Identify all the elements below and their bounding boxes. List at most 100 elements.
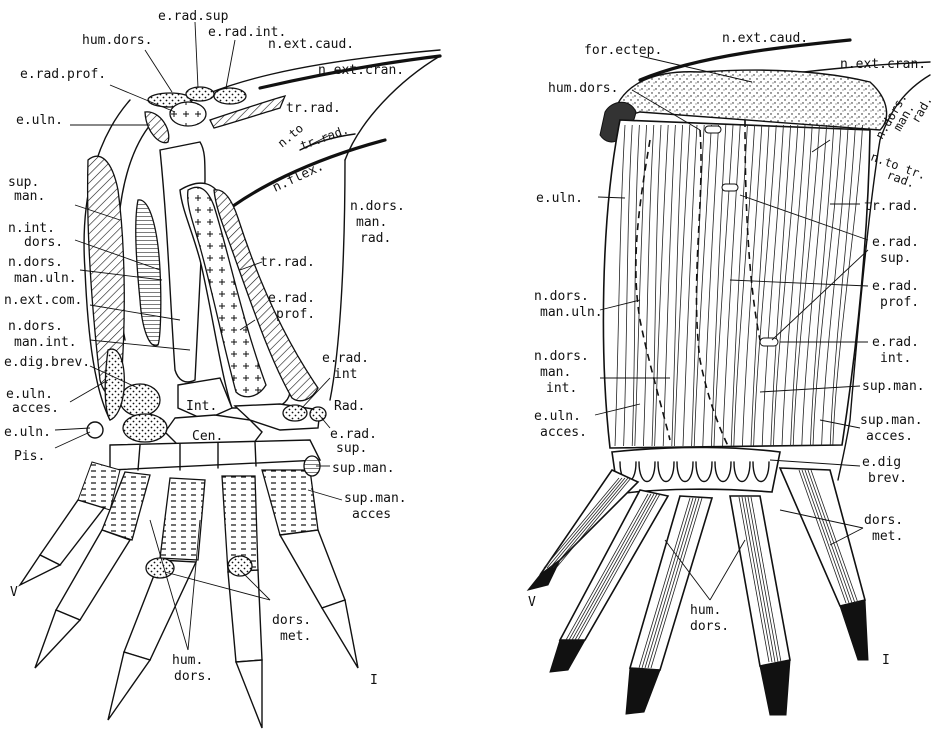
e-rad-sup-muscle [186, 87, 214, 101]
label-n-ext-caud: n.ext.caud. [268, 37, 354, 52]
r-digit-5-claw [528, 560, 560, 590]
pisiform-bone [87, 422, 103, 438]
label-n-dors-uln-1: n.dors. [8, 255, 63, 270]
metacarpal-3 [160, 478, 205, 560]
label-r-for-ectep: for.ectep. [584, 43, 662, 58]
label-e-uln-acces-1: e.uln. [6, 387, 53, 402]
label-r-sup-man-acces-1: sup.man. [860, 413, 923, 428]
label-e-uln-b: e.uln. [4, 425, 51, 440]
label-dors-met-1: dors. [272, 613, 311, 628]
label-r-e-uln-acces-1: e.uln. [534, 409, 581, 424]
label-r-n-ext-cran: n.ext.cran. [840, 57, 926, 72]
r-tendon-3 [760, 338, 778, 346]
label-r-digit-v: V [528, 595, 536, 610]
label-e-dig-brev: e.dig.brev. [4, 355, 90, 370]
digit-2-phalanges [228, 570, 262, 662]
digit-1-claw [322, 600, 358, 668]
label-r-sup-man: sup.man. [862, 379, 925, 394]
label-e-rad-sup2-2: sup. [336, 441, 367, 456]
label-n-int-2: dors. [24, 235, 63, 250]
label-n-dors-3: rad. [360, 231, 391, 246]
metacarpal-1 [262, 470, 318, 535]
label-n-int-1: n.int. [8, 221, 55, 236]
label-tr-rad-top: tr.rad. [286, 101, 341, 116]
label-r-dors-met-1: dors. [864, 513, 903, 528]
r-tendon-1 [705, 126, 721, 133]
e-rad-int-muscle [214, 88, 246, 104]
label-dors-met-2: met. [280, 629, 311, 644]
dors-met-muscle-2 [228, 556, 252, 576]
label-r-n-dors-uln-1: n.dors. [534, 289, 589, 304]
label-hum-dors-b-1: hum. [172, 653, 203, 668]
label-e-rad-prof2-1: e.rad. [268, 291, 315, 306]
label-r-e-rad-int-1: e.rad. [872, 335, 919, 350]
label-r-n-dors-int-1: n.dors. [534, 349, 589, 364]
label-sup-man: sup.man. [332, 461, 395, 476]
label-r-tr-rad: tr.rad. [864, 199, 919, 214]
label-r-n-dors-uln-2: man.uln. [540, 305, 603, 320]
ulna-bone [160, 142, 205, 382]
digit-fiber [566, 494, 648, 640]
e-uln-acces-muscle [105, 349, 124, 420]
label-sup-man-acces-2: acces [352, 507, 391, 522]
r-digit-4-claw [550, 640, 585, 672]
label-hum-dors: hum.dors. [82, 33, 152, 48]
label-r-e-rad-prof-1: e.rad. [872, 279, 919, 294]
right-muscle-figure [528, 40, 930, 715]
label-e-rad-prof2-2: prof. [276, 307, 315, 322]
e-rad-sup-small [310, 407, 326, 421]
label-r-e-rad-prof-2: prof. [880, 295, 919, 310]
label-r-n-ext-caud: n.ext.caud. [722, 31, 808, 46]
label-cen: Cen. [192, 429, 223, 444]
label-r-e-rad-sup-2: sup. [880, 251, 911, 266]
label-r-digit-i: I [882, 653, 890, 668]
e-dig-brev-muscle [120, 384, 160, 416]
label-r-n-dors-int-2: man. [540, 365, 571, 380]
label-r-e-rad-sup-1: e.rad. [872, 235, 919, 250]
label-hum-dors-b-2: dors. [174, 669, 213, 684]
label-e-uln: e.uln. [16, 113, 63, 128]
digit-4-claw [35, 610, 80, 668]
label-r-sup-man-acces-2: acces. [866, 429, 913, 444]
label-r-hum-dors-b-1: hum. [690, 603, 721, 618]
label-digit-v: V [10, 585, 18, 600]
label-digit-i: I [370, 673, 378, 688]
ulnare-bone [123, 414, 167, 442]
dors-met-muscle-1 [146, 558, 174, 578]
e-rad-prof-muscle [170, 102, 206, 126]
label-n-dors-2: man. [356, 215, 387, 230]
label-r-e-dig-brev-1: e.dig [862, 455, 901, 470]
label-sup-man-acces-1: sup.man. [344, 491, 407, 506]
label-e-rad-int2-1: e.rad. [322, 351, 369, 366]
e-rad-int-small [283, 405, 307, 421]
label-n-dors-uln-2: man.uln. [14, 271, 77, 286]
label-pis: Pis. [14, 449, 45, 464]
label-e-rad-prof: e.rad.prof. [20, 67, 106, 82]
label-e-rad-int2-2: int [334, 367, 357, 382]
label-tr-rad-n: tr.rad. [298, 122, 350, 152]
label-r-e-rad-int-2: int. [880, 351, 911, 366]
label-n-flex: n.flex. [270, 159, 326, 196]
label-man: man. [14, 189, 45, 204]
label-r-n-dors-int-3: int. [546, 381, 577, 396]
label-n-ext-cran: n.ext.cran. [318, 63, 404, 78]
r-tendon-2 [722, 184, 738, 191]
distal-carpals [110, 440, 320, 470]
r-digit-3-claw [626, 668, 660, 714]
label-r-e-uln: e.uln. [536, 191, 583, 206]
left-skeleton-figure [20, 22, 440, 728]
label-r-hum-dors-b-2: dors. [690, 619, 729, 634]
label-n-dors-1: n.dors. [350, 199, 405, 214]
label-e-rad-sup: e.rad.sup [158, 9, 229, 24]
e-uln-muscle-top [145, 112, 169, 143]
label-n-ext-com: n.ext.com. [4, 293, 82, 308]
label-sup: sup. [8, 175, 39, 190]
label-r-e-dig-brev-2: brev. [868, 471, 907, 486]
r-digit-2-claw [760, 660, 790, 715]
label-int-bone: Int. [186, 399, 217, 414]
n-dors-man-uln-muscle [136, 200, 161, 346]
label-rad: Rad. [334, 399, 365, 414]
label-n-dors-int-2: man.int. [14, 335, 77, 350]
label-n-dors-int-1: n.dors. [8, 319, 63, 334]
